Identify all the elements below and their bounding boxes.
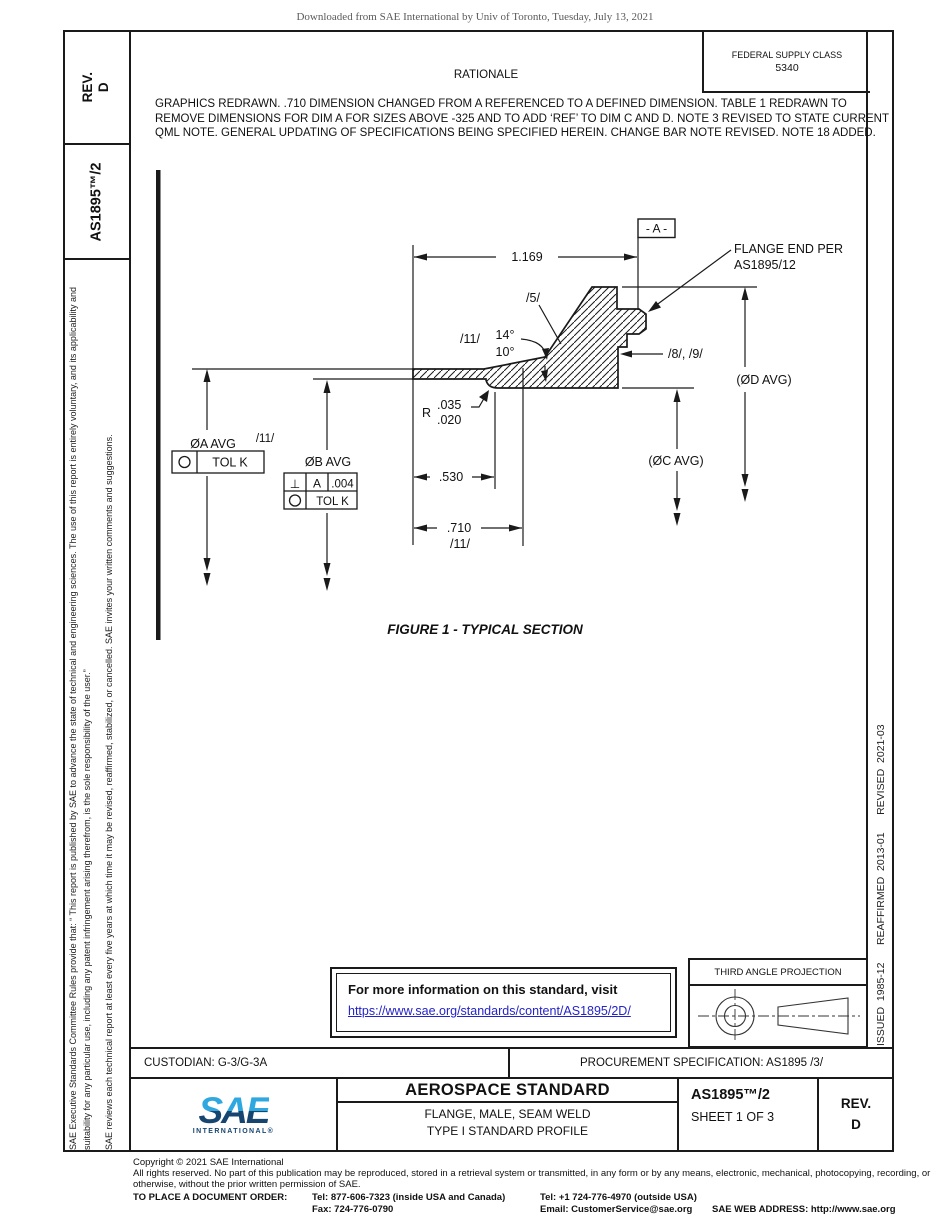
- titleblock-doc-number: AS1895™/2: [691, 1087, 770, 1103]
- copyright-line: Copyright © 2021 SAE International: [133, 1157, 284, 1168]
- title-line-2: TYPE I STANDARD PROFILE: [426, 1123, 589, 1138]
- dim-710: .710: [447, 521, 471, 535]
- sae-logo-text: SAE: [198, 1089, 270, 1131]
- download-watermark: Downloaded from SAE International by Uni…: [296, 11, 654, 23]
- surface-flag-5: /5/: [526, 291, 540, 305]
- tel-outside: Tel: +1 724-776-4970 (outside USA): [540, 1192, 697, 1203]
- datum-a-flag: - A -: [637, 218, 676, 239]
- radius-max: .035: [437, 398, 461, 412]
- titleblock-rev-cell: REV. D: [818, 1079, 894, 1150]
- doctype-underline-rule: [338, 1101, 677, 1103]
- flange-note-line1: FLANGE END PER: [734, 242, 843, 256]
- third-angle-projection-symbol: [698, 989, 860, 1043]
- title-line-1: FLANGE, MALE, SEAM WELD: [424, 1107, 591, 1121]
- fcf-b-tol: TOL K: [316, 496, 349, 508]
- dimension-texts: 1.169 FLANGE END PER AS1895/12 /5/ /11/ …: [190, 242, 843, 551]
- dim-710-flag: /11/: [450, 537, 470, 551]
- document-type: AEROSPACE STANDARD: [405, 1080, 610, 1099]
- surface-flag-8-9: /8/, /9/: [668, 347, 703, 361]
- fax-line: Fax: 724-776-0790: [312, 1204, 394, 1215]
- custodian-cell-rule: [508, 1047, 510, 1079]
- perpendicularity-symbol: ⊥: [290, 477, 300, 491]
- titleblock-rule-2: [677, 1077, 679, 1150]
- sae-logo-subtext: INTERNATIONAL®: [192, 1128, 275, 1136]
- dia-a-flag: /11/: [256, 433, 275, 445]
- fcf-dia-a: TOL K: [171, 450, 265, 474]
- dim-530: .530: [439, 470, 463, 484]
- more-info-text: For more information on this standard, v…: [348, 982, 618, 997]
- dimension-arrowheads: [203, 253, 749, 591]
- custodian-row-top-rule: [129, 1047, 894, 1049]
- rationale-paragraph: GRAPHICS REDRAWN. .710 DIMENSION CHANGED…: [155, 98, 889, 140]
- fcf-b-datum: A: [313, 477, 321, 491]
- titleblock-rev-label: REV.: [840, 1096, 872, 1112]
- custodian-row-bottom-rule: [129, 1077, 894, 1079]
- figure-1-drawing: - A - 1.169 FLANGE END PER AS1895/12 /5/…: [156, 170, 843, 640]
- right-strip-rule: [866, 30, 868, 1049]
- order-label: TO PLACE A DOCUMENT ORDER:: [133, 1192, 288, 1203]
- custodian-text: CUSTODIAN: G-3/G-3A: [144, 1057, 268, 1069]
- email-line: Email: CustomerService@sae.org: [540, 1204, 693, 1215]
- fcf-dia-b: ⊥ A .004 TOL K: [283, 472, 358, 510]
- sae-logo: SAE INTERNATIONAL®: [131, 1079, 336, 1150]
- document-title: FLANGE, MALE, SEAM WELD TYPE I STANDARD …: [338, 1106, 677, 1140]
- titleblock-rev-value: D: [851, 1116, 861, 1132]
- federal-supply-class-box: FEDERAL SUPPLY CLASS 5340: [702, 32, 870, 93]
- radius-prefix: R: [422, 406, 431, 420]
- dia-b-label: ØB AVG: [305, 455, 351, 469]
- angle-max: 14°: [496, 328, 515, 342]
- dimension-lines: [192, 237, 757, 565]
- figure-caption: FIGURE 1 - TYPICAL SECTION: [387, 622, 583, 637]
- dia-d-label: (ØD AVG): [736, 373, 791, 387]
- rev-box-rule: [63, 143, 129, 145]
- radius-min: .020: [437, 413, 461, 427]
- titleblock-rule-3: [817, 1077, 819, 1150]
- sheet-border: [63, 30, 894, 1152]
- titleblock-rule-1: [336, 1077, 338, 1150]
- fsc-label: FEDERAL SUPPLY CLASS: [731, 49, 843, 60]
- svg-text:- A -: - A -: [646, 222, 667, 236]
- angle-min: 10°: [496, 345, 515, 359]
- fsc-value: 5340: [775, 61, 799, 74]
- rights-statement: All rights reserved. No part of this pub…: [133, 1168, 931, 1191]
- rationale-heading: RATIONALE: [453, 69, 519, 81]
- procurement-cell: PROCUREMENT SPECIFICATION: AS1895 /3/: [509, 1049, 894, 1077]
- circularity-symbol: [178, 455, 191, 469]
- angle-flag-11: /11/: [460, 332, 480, 346]
- left-column-rule: [129, 30, 131, 1150]
- dia-c-label: (ØC AVG): [648, 454, 703, 468]
- tel-inside: Tel: 877-606-7323 (inside USA and Canada…: [312, 1192, 506, 1203]
- sheet-number: SHEET 1 OF 3: [691, 1110, 775, 1124]
- projection-title: THIRD ANGLE PROJECTION: [690, 960, 866, 986]
- procurement-text: PROCUREMENT SPECIFICATION: AS1895 /3/: [579, 1057, 824, 1069]
- web-address: SAE WEB ADDRESS: http://www.sae.org: [712, 1204, 896, 1215]
- fcf-a-tol: TOL K: [212, 456, 248, 470]
- dim-1169: 1.169: [511, 250, 542, 264]
- third-angle-projection-box: THIRD ANGLE PROJECTION: [688, 958, 868, 1048]
- more-info-box: For more information on this standard, v…: [330, 967, 677, 1038]
- flange-note-line2: AS1895/12: [734, 258, 796, 272]
- circularity-symbol: [288, 494, 302, 507]
- docnum-box-rule: [63, 258, 129, 260]
- custodian-cell: CUSTODIAN: G-3/G-3A: [131, 1049, 522, 1077]
- dia-a-label: ØA AVG: [190, 437, 236, 451]
- fcf-b-tol-value: .004: [331, 479, 354, 491]
- change-bar: [156, 170, 161, 640]
- standard-link[interactable]: https://www.sae.org/standards/content/AS…: [348, 1004, 631, 1018]
- flange-cross-section: [412, 286, 647, 389]
